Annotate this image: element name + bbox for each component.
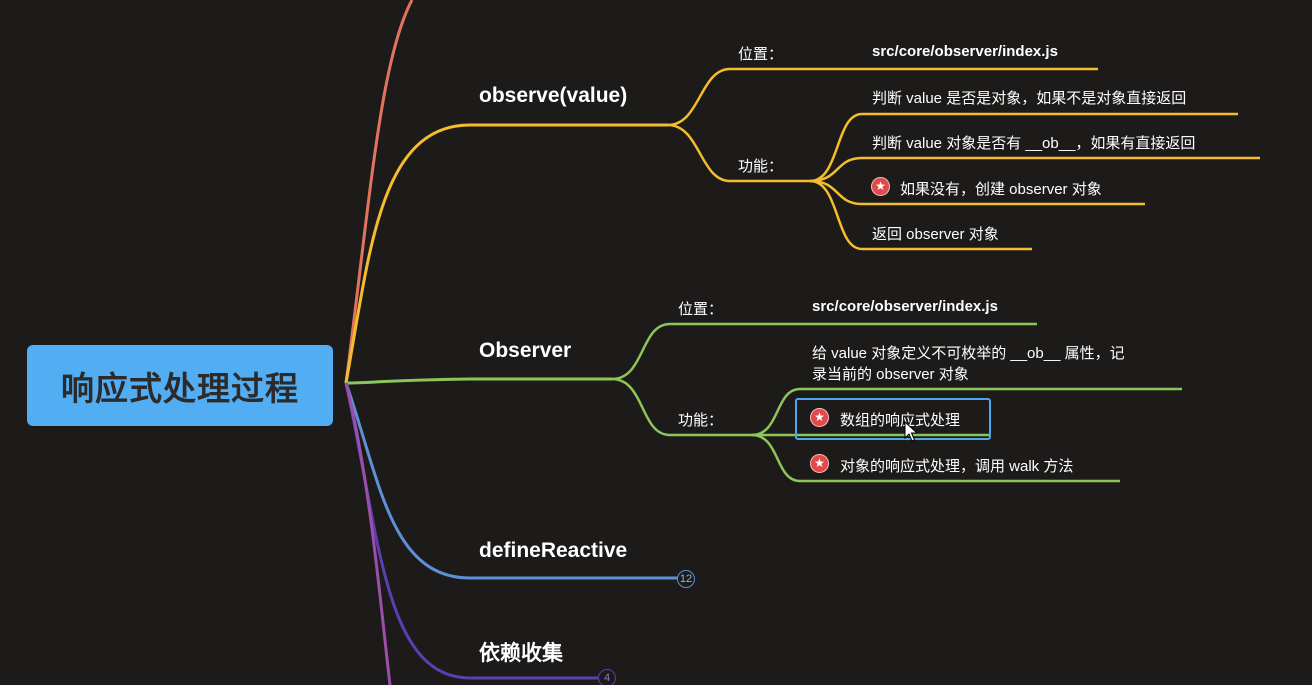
node-observer[interactable]: Observer bbox=[479, 339, 572, 362]
node-observer-desc-line1[interactable]: 给 value 对象定义不可枚举的 __ob__ 属性，记 bbox=[812, 345, 1125, 362]
node-define-reactive[interactable]: defineReactive bbox=[479, 539, 628, 562]
root-node[interactable]: 响应式处理过程 bbox=[27, 345, 333, 426]
node-observe-item-1[interactable]: 判断 value 是否是对象，如果不是对象直接返回 bbox=[872, 90, 1187, 107]
node-observe-item-2[interactable]: 判断 value 对象是否有 __ob__，如果有直接返回 bbox=[872, 135, 1196, 152]
collapse-count-badge[interactable]: 4 bbox=[598, 669, 616, 685]
mouse-cursor-icon bbox=[904, 421, 918, 442]
star-icon: ★ bbox=[810, 408, 829, 427]
node-observer-location-value[interactable]: src/core/observer/index.js bbox=[812, 298, 998, 315]
node-dep-collect[interactable]: 依赖收集 bbox=[479, 642, 563, 665]
node-observer-function-label[interactable]: 功能： bbox=[678, 412, 724, 429]
node-observe-item-3[interactable]: 如果没有，创建 observer 对象 bbox=[900, 181, 1102, 198]
node-observer-item-object[interactable]: 对象的响应式处理，调用 walk 方法 bbox=[840, 458, 1074, 475]
node-observe-location-value[interactable]: src/core/observer/index.js bbox=[872, 43, 1058, 60]
node-observer-desc-line2[interactable]: 录当前的 observer 对象 bbox=[812, 366, 969, 383]
connector-observe bbox=[344, 123, 668, 384]
root-node-label: 响应式处理过程 bbox=[61, 369, 299, 407]
connector-top-red bbox=[344, 0, 414, 384]
node-observer-item-array[interactable]: 数组的响应式处理 bbox=[840, 412, 961, 429]
connector-definereactive bbox=[344, 382, 678, 580]
star-icon: ★ bbox=[810, 454, 829, 473]
node-observe-value[interactable]: observe(value) bbox=[479, 84, 628, 107]
node-observe-item-4[interactable]: 返回 observer 对象 bbox=[872, 226, 999, 243]
selection-highlight bbox=[795, 398, 991, 440]
node-observe-location-label[interactable]: 位置： bbox=[738, 46, 784, 63]
collapse-count-badge[interactable]: 12 bbox=[677, 570, 695, 588]
node-observe-function-label[interactable]: 功能： bbox=[738, 158, 784, 175]
node-observer-location-label[interactable]: 位置： bbox=[678, 301, 724, 318]
connector-bottom-magenta bbox=[344, 382, 392, 685]
star-icon: ★ bbox=[871, 177, 890, 196]
connector-observer bbox=[345, 377, 612, 385]
